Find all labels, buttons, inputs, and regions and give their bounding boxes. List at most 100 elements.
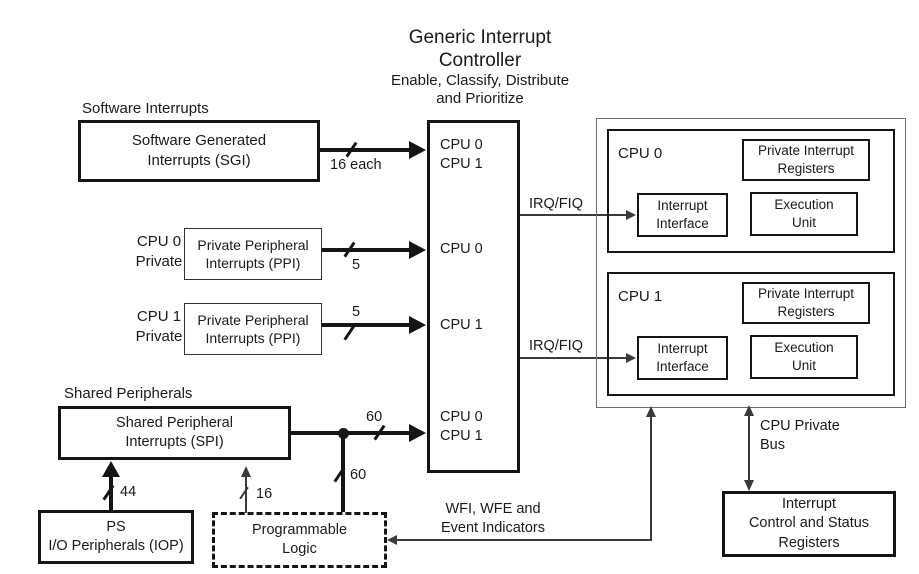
- cpu1-interrupt-interface-box: Interrupt Interface: [637, 336, 728, 380]
- interrupt-control-status-registers-box: Interrupt Control and Status Registers: [722, 491, 896, 557]
- wfi-wfe-line2: Event Indicators: [441, 519, 545, 536]
- irqfiq-cpu0-line: [520, 214, 628, 216]
- cpu-private-bus-label: CPU Private Bus: [760, 417, 840, 455]
- cpu0-execution-unit-box: Execution Unit: [750, 192, 858, 236]
- ppi-cpu1-line2: Interrupts (PPI): [205, 330, 301, 346]
- gic-port-sgi-line2: CPU 1: [440, 155, 483, 172]
- gic-port-sgi-label: CPU 0 CPU 1: [440, 136, 483, 174]
- cpu-private-bus-line2: Bus: [760, 436, 785, 453]
- cpu1-private-line1: CPU 1: [136, 308, 182, 325]
- cpu0-panel-title: CPU 0: [618, 145, 663, 162]
- spi-pl-line: [341, 431, 345, 519]
- pl-width-slash: [239, 486, 249, 500]
- gic-port-spi-line2: CPU 1: [440, 427, 483, 444]
- spi-gic-arrowhead: [409, 424, 426, 442]
- wfi-arrowhead-up: [646, 406, 656, 417]
- cpu-private-bus-arrowhead-down: [744, 480, 754, 491]
- wfi-wfe-line1: WFI, WFE and: [445, 501, 541, 517]
- diagram-subtitle: Enable, Classify, Distribute and Priorit…: [362, 72, 598, 109]
- cpu-private-bus-line1: CPU Private: [760, 418, 840, 434]
- wfi-horizontal-line: [396, 539, 652, 541]
- gic-box: [427, 120, 520, 473]
- diagram-subtitle-line2: and Prioritize: [436, 90, 524, 108]
- cpu0-private-interrupt-registers-box: Private Interrupt Registers: [742, 139, 870, 181]
- ppi-cpu1-line1: Private Peripheral: [197, 311, 309, 328]
- cpu0-private-label: CPU 0 Private: [128, 232, 190, 271]
- programmable-logic-line2: Logic: [282, 541, 317, 557]
- cpu0-private-line2: Private: [135, 252, 183, 270]
- gic-port-spi-label: CPU 0 CPU 1: [440, 408, 483, 446]
- ppi1-gic-arrowhead: [409, 316, 426, 334]
- pl-width-label: 16: [256, 486, 273, 502]
- cpu0-ii-line2: Interface: [656, 216, 709, 231]
- shared-peripherals-label: Shared Peripherals: [64, 385, 193, 402]
- diagram-title-line2: Controller: [438, 50, 522, 72]
- cpu1-private-line2: Private: [135, 327, 183, 345]
- cpu0-ii-line1: Interrupt: [657, 198, 708, 214]
- ppi0-width-label: 5: [352, 257, 361, 273]
- spi-box-line2: Interrupts (SPI): [125, 434, 224, 450]
- cpu1-execution-unit-box: Execution Unit: [750, 335, 858, 379]
- diagram-subtitle-line1: Enable, Classify, Distribute: [390, 72, 570, 89]
- cpu0-eu-line1: Execution: [774, 197, 834, 213]
- wfi-wfe-label: WFI, WFE and Event Indicators: [410, 500, 576, 538]
- gic-port-spi-line1: CPU 0: [440, 409, 483, 425]
- pl-spi-line: [245, 476, 247, 513]
- icsr-line2: Control and Status: [748, 515, 870, 532]
- sgi-gic-arrowhead: [409, 141, 426, 159]
- cpu0-pir-line2: Registers: [777, 161, 835, 176]
- cpu1-pir-line2: Registers: [777, 304, 835, 319]
- irqfiq-cpu0-arrowhead: [626, 210, 636, 220]
- spi-gic-width-label: 60: [366, 409, 383, 425]
- cpu0-panel: [607, 129, 895, 253]
- cpu1-pir-line1: Private Interrupt: [757, 286, 855, 302]
- wfi-vertical-line: [650, 416, 652, 540]
- gic-port-ppi0-label: CPU 0: [440, 241, 483, 257]
- iop-width-label: 44: [120, 484, 137, 500]
- spi-pl-width-label: 60: [350, 467, 367, 483]
- irqfiq-cpu1-label: IRQ/FIQ: [529, 338, 583, 354]
- iop-spi-line: [109, 476, 113, 512]
- iop-box-line2: I/O Peripherals (IOP): [48, 538, 184, 554]
- sgi-box-line1: Software Generated: [131, 132, 267, 150]
- ppi-cpu1-box: Private Peripheral Interrupts (PPI): [184, 303, 322, 355]
- ppi-cpu0-line2: Interrupts (PPI): [205, 255, 301, 271]
- cpu1-private-label: CPU 1 Private: [128, 307, 190, 346]
- cpu0-interrupt-interface-box: Interrupt Interface: [637, 193, 728, 237]
- spi-box-line1: Shared Peripheral: [116, 414, 233, 431]
- cpu-private-bus-line: [748, 414, 750, 482]
- software-interrupts-label: Software Interrupts: [82, 100, 209, 117]
- ppi-cpu0-box: Private Peripheral Interrupts (PPI): [184, 228, 322, 280]
- diagram-title: Generic Interrupt Controller: [370, 26, 590, 72]
- ppi-cpu0-line1: Private Peripheral: [197, 236, 309, 253]
- cpu0-pir-line1: Private Interrupt: [757, 143, 855, 159]
- ppi1-width-slash: [343, 324, 356, 341]
- irqfiq-cpu0-label: IRQ/FIQ: [529, 196, 583, 212]
- irqfiq-cpu1-arrowhead: [626, 353, 636, 363]
- ppi1-width-label: 5: [352, 304, 361, 320]
- cpu1-eu-line2: Unit: [791, 358, 816, 373]
- cpu-private-bus-arrowhead-up: [744, 405, 754, 416]
- cpu0-private-line1: CPU 0: [136, 233, 182, 250]
- programmable-logic-box: Programmable Logic: [212, 512, 387, 568]
- cpu0-eu-line2: Unit: [791, 215, 816, 230]
- spi-box: Shared Peripheral Interrupts (SPI): [58, 406, 291, 460]
- cpu1-private-interrupt-registers-box: Private Interrupt Registers: [742, 282, 870, 324]
- icsr-line1: Interrupt: [782, 496, 836, 513]
- iop-spi-arrowhead: [102, 461, 120, 477]
- sgi-gic-line: [320, 148, 410, 152]
- gic-port-sgi-line1: CPU 0: [440, 137, 483, 153]
- cpu1-ii-line1: Interrupt: [657, 341, 708, 357]
- programmable-logic-line1: Programmable: [251, 521, 348, 538]
- spi-trunk-line: [291, 431, 351, 435]
- sgi-box-line2: Interrupts (SGI): [147, 152, 251, 169]
- pl-spi-arrowhead: [241, 466, 251, 477]
- iop-box: PS I/O Peripherals (IOP): [38, 510, 194, 564]
- sgi-box: Software Generated Interrupts (SGI): [78, 120, 320, 182]
- ppi0-gic-arrowhead: [409, 241, 426, 259]
- cpu1-eu-line1: Execution: [774, 340, 834, 356]
- ppi1-gic-line: [322, 323, 410, 327]
- cpu1-ii-line2: Interface: [656, 359, 709, 374]
- gic-port-ppi1-label: CPU 1: [440, 317, 483, 333]
- iop-box-line1: PS: [106, 518, 126, 535]
